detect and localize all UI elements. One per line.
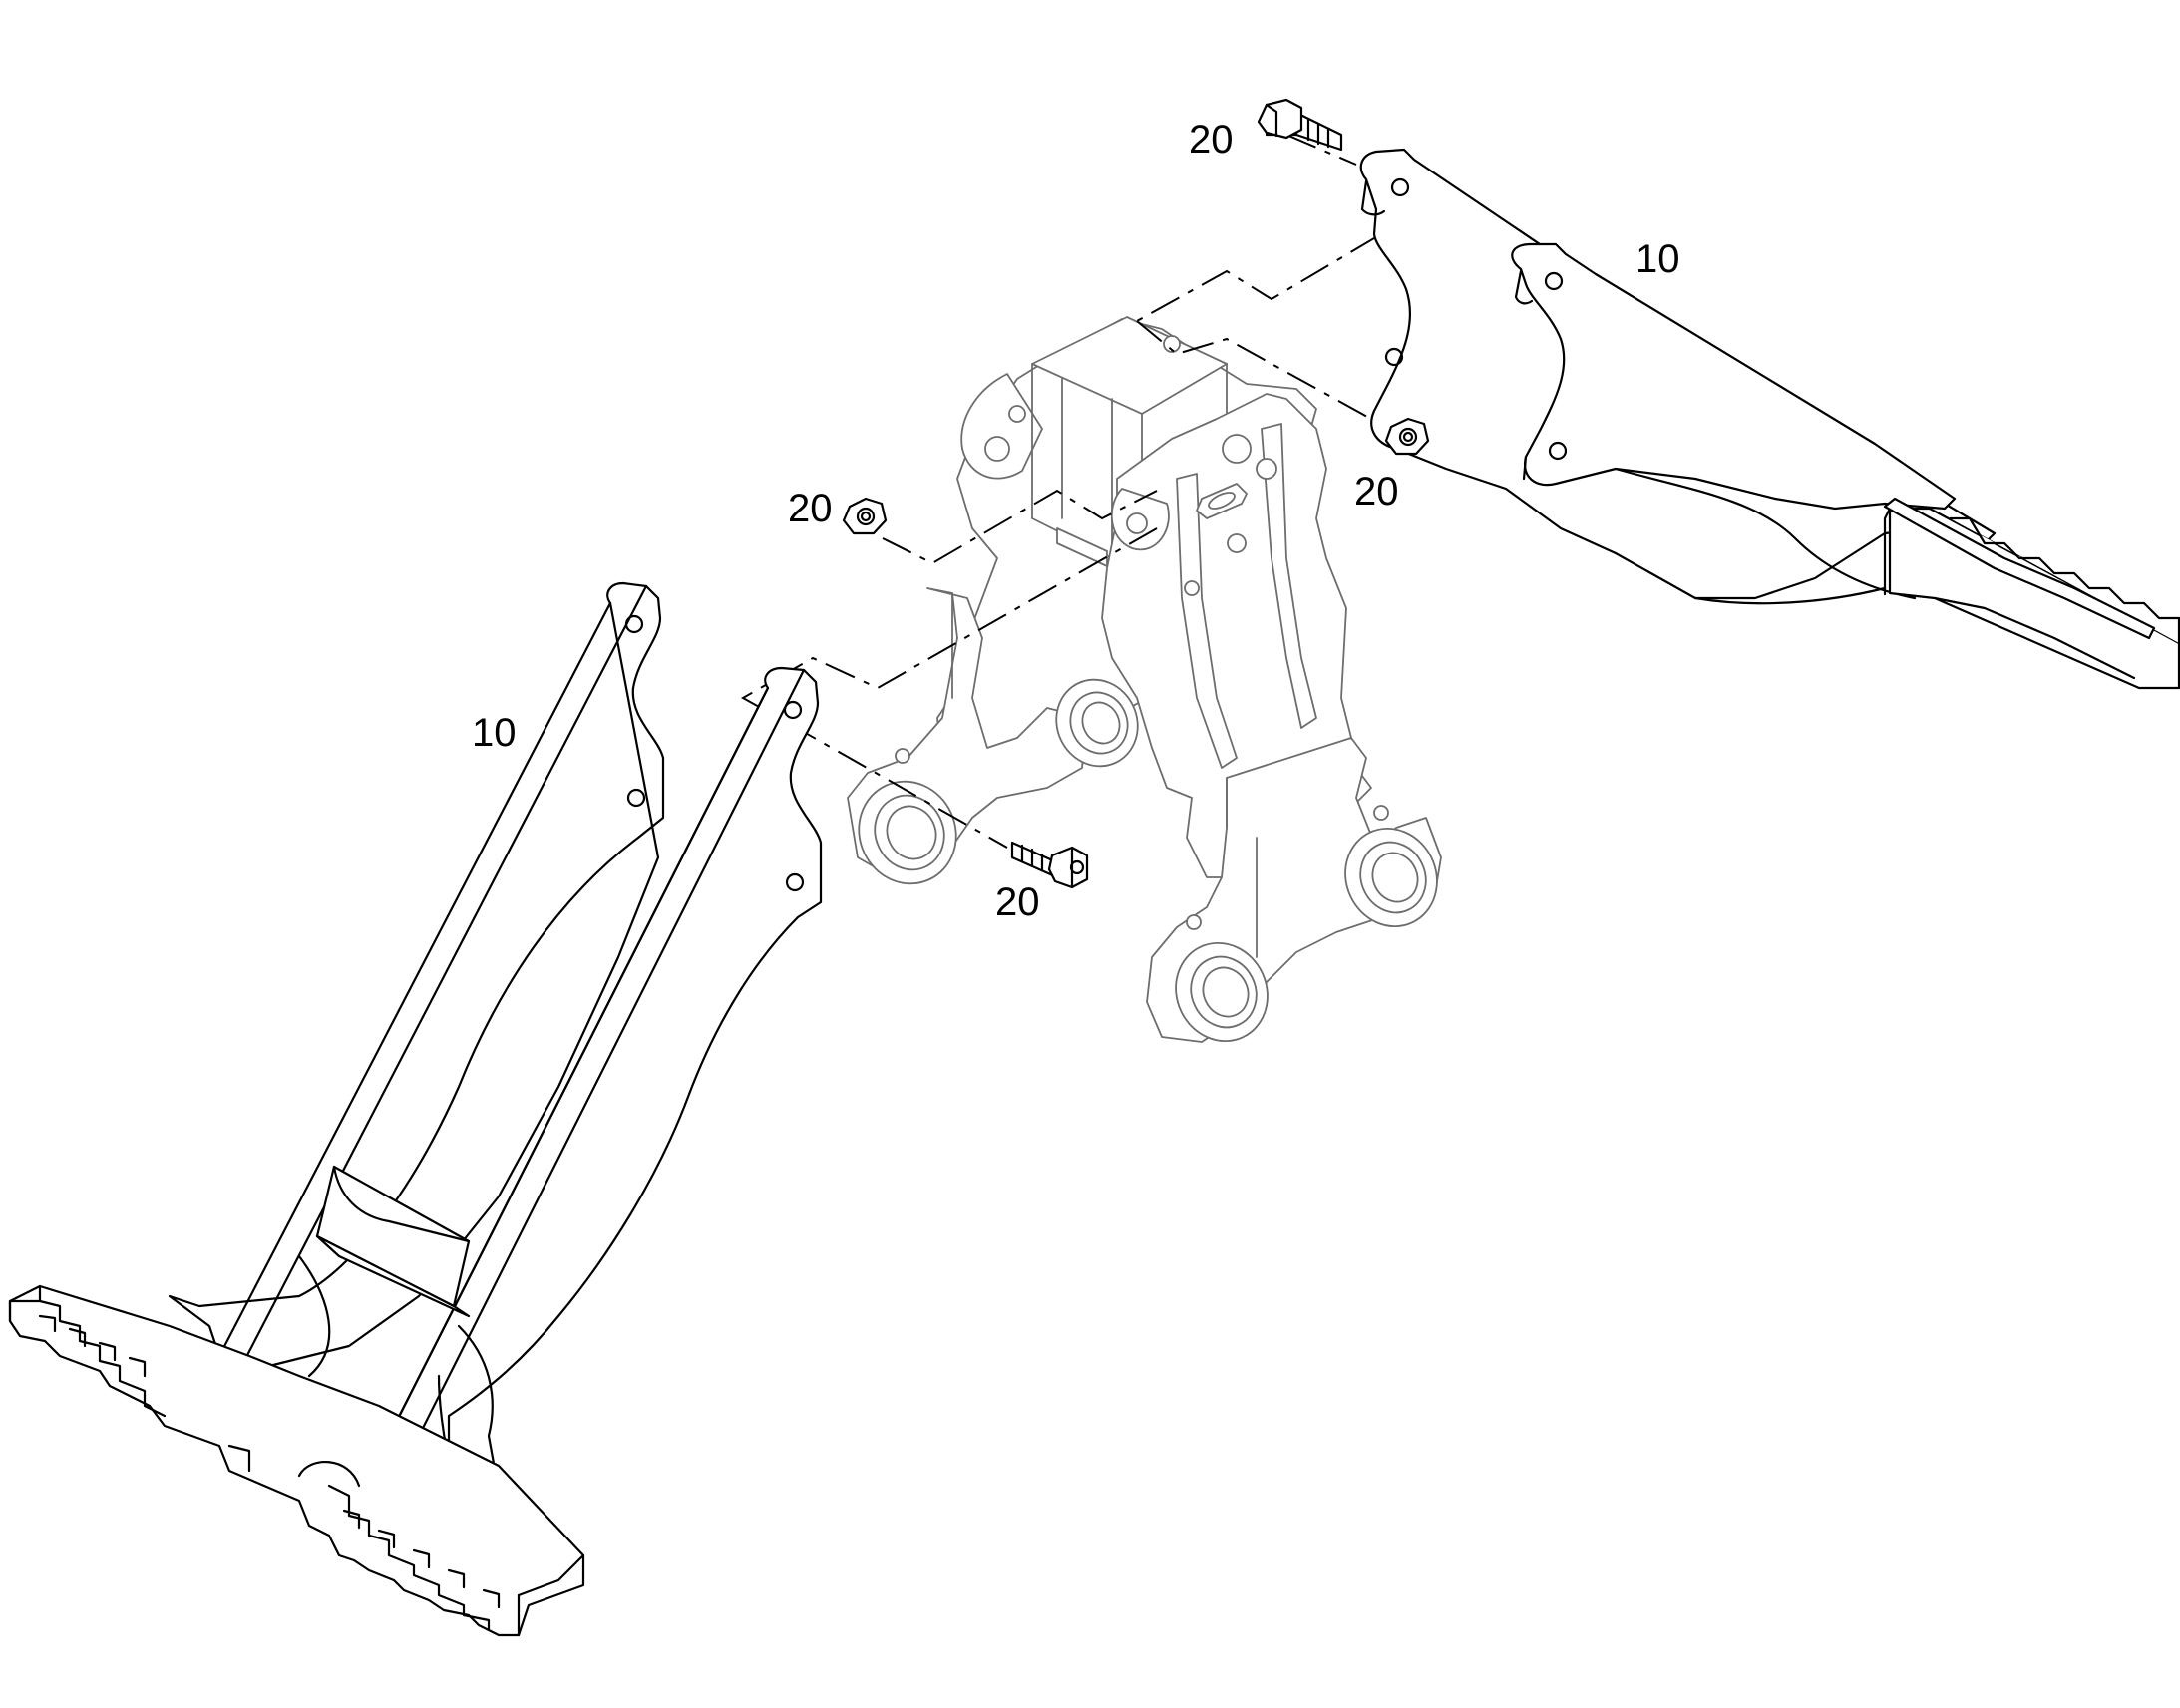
upper-right-arm — [1359, 148, 2180, 690]
callout-label-lower-arm: 10 — [472, 711, 517, 755]
lower-left-arm — [8, 581, 823, 1637]
callout-label-nut-left: 20 — [788, 487, 833, 530]
callout-label-upper-arm: 10 — [1635, 237, 1680, 281]
nut-left — [842, 497, 888, 535]
bolt-lower — [1010, 841, 1089, 889]
nut-right — [1384, 417, 1430, 456]
callout-label-bolt-top: 20 — [1189, 118, 1234, 162]
callout-label-nut-right: 20 — [1354, 470, 1399, 513]
bolt-top-right — [1257, 98, 1343, 152]
center-bracket — [847, 316, 1442, 1043]
callout-label-bolt-lower: 20 — [995, 880, 1040, 924]
